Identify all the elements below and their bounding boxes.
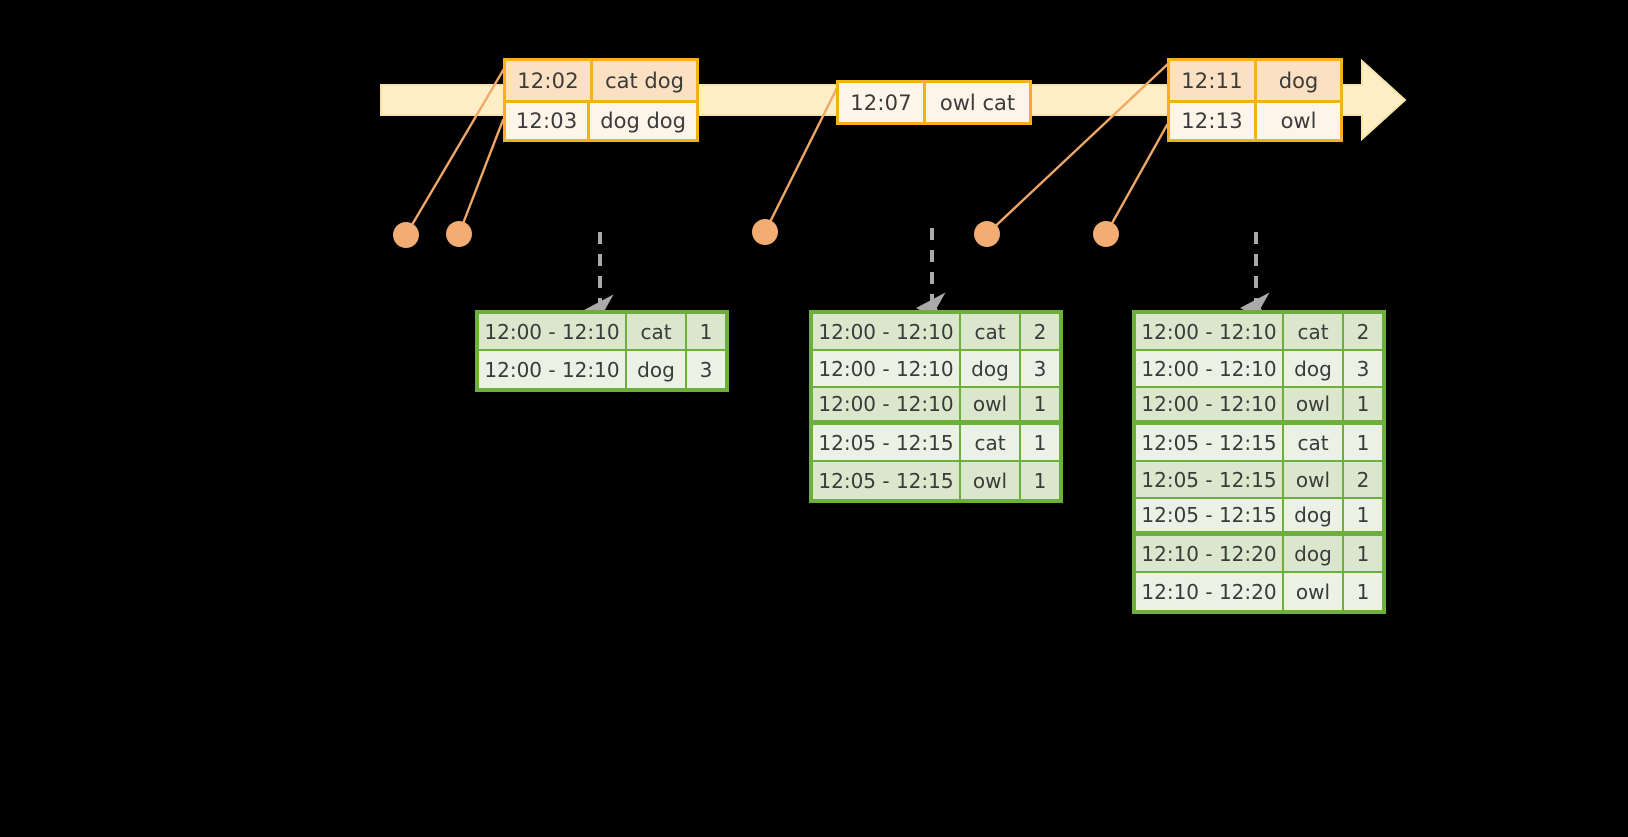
cell-word: dog (961, 351, 1021, 386)
down-arrows (583, 228, 1270, 326)
cell-count: 3 (687, 351, 725, 388)
event-timestamp: 12:03 (506, 103, 591, 139)
cell-word: cat (627, 314, 687, 349)
cell-count: 1 (1344, 573, 1382, 610)
cell-count: 1 (1021, 462, 1059, 499)
event-row: 12:11 dog (1170, 61, 1340, 100)
connector-12-13 (1104, 123, 1169, 236)
cell-word: cat (961, 314, 1021, 349)
cell-window: 12:00 - 12:10 (479, 314, 627, 349)
event-words: dog dog (600, 109, 686, 133)
cell-word: cat (1284, 425, 1344, 460)
cell-count: 2 (1021, 314, 1059, 349)
cell-word: cat (1284, 314, 1344, 349)
cell-count: 2 (1344, 314, 1382, 349)
cell-count: 3 (1021, 351, 1059, 386)
event-words: owl (1280, 109, 1317, 133)
cell-window: 12:05 - 12:15 (1136, 425, 1284, 460)
event-timestamp: 12:11 (1170, 61, 1257, 100)
event-timestamp: 12:07 (839, 83, 926, 122)
event-group-1: 12:02 cat dog 12:03 dog dog (503, 58, 699, 142)
cell-count: 3 (1344, 351, 1382, 386)
cell-count: 1 (687, 314, 725, 349)
cell-count: 1 (1344, 536, 1382, 571)
cell-word: dog (1284, 499, 1344, 531)
cell-window: 12:00 - 12:10 (1136, 388, 1284, 420)
cell-count: 2 (1344, 462, 1382, 497)
cell-window: 12:10 - 12:20 (1136, 536, 1284, 571)
cell-window: 12:00 - 12:10 (1136, 314, 1284, 349)
event-dot-12-07 (752, 219, 778, 245)
event-timestamp: 12:13 (1170, 103, 1257, 139)
cell-count: 1 (1344, 425, 1382, 460)
event-dot-12-02 (393, 222, 419, 248)
event-dots (393, 219, 1119, 248)
event-row: 12:03 dog dog (506, 100, 696, 139)
cell-window: 12:00 - 12:10 (479, 351, 627, 388)
event-words: owl cat (939, 90, 1016, 115)
cell-window: 12:10 - 12:20 (1136, 573, 1284, 610)
event-dot-12-13 (1093, 221, 1119, 247)
event-group-3: 12:11 dog 12:13 owl (1167, 58, 1343, 142)
connector-12-03 (457, 118, 505, 236)
cell-count: 1 (1344, 499, 1382, 531)
event-words: dog (1278, 68, 1319, 93)
cell-count: 1 (1021, 388, 1059, 420)
event-dot-12-11 (974, 221, 1000, 247)
event-timestamp: 12:02 (506, 61, 593, 100)
cell-window: 12:00 - 12:10 (813, 388, 961, 420)
cell-word: owl (1284, 388, 1344, 420)
cell-word: dog (627, 351, 687, 388)
event-row: 12:07 owl cat (839, 83, 1029, 122)
cell-window: 12:00 - 12:10 (1136, 351, 1284, 386)
event-group-2: 12:07 owl cat (836, 80, 1032, 125)
cell-word: owl (1284, 573, 1344, 610)
cell-word: owl (961, 462, 1021, 499)
cell-count: 1 (1344, 388, 1382, 420)
event-row: 12:13 owl (1170, 100, 1340, 139)
cell-window: 12:00 - 12:10 (813, 351, 961, 386)
cell-window: 12:05 - 12:15 (1136, 499, 1284, 531)
cell-word: owl (1284, 462, 1344, 497)
cell-word: owl (961, 388, 1021, 420)
cell-window: 12:05 - 12:15 (1136, 462, 1284, 497)
cell-count: 1 (1021, 425, 1059, 460)
cell-word: dog (1284, 351, 1344, 386)
event-words: cat dog (605, 68, 684, 93)
cell-word: cat (961, 425, 1021, 460)
connector-12-02 (404, 60, 510, 237)
event-row: 12:02 cat dog (506, 61, 696, 100)
cell-window: 12:05 - 12:15 (813, 462, 961, 499)
event-dot-12-03 (446, 221, 472, 247)
cell-word: dog (1284, 536, 1344, 571)
connector-12-07 (763, 82, 841, 234)
cell-window: 12:00 - 12:10 (813, 314, 961, 349)
cell-window: 12:05 - 12:15 (813, 425, 961, 460)
